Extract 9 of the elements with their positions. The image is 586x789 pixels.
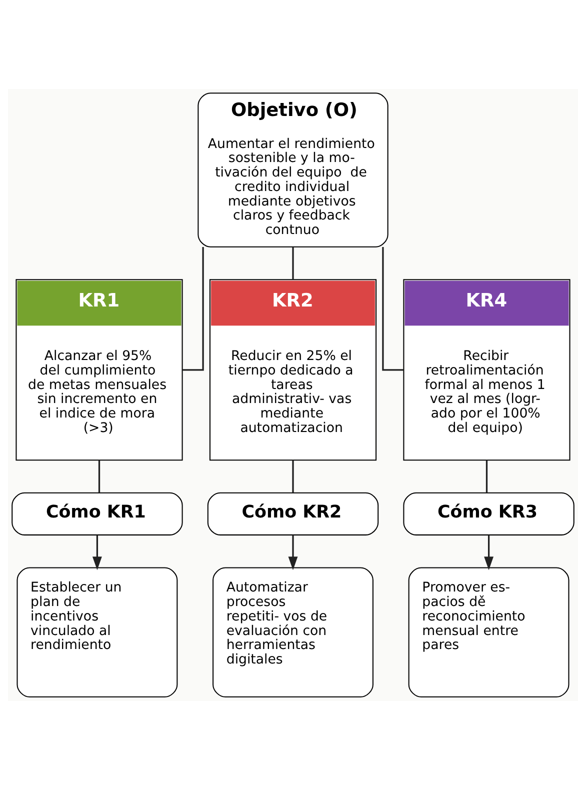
- connector: [292, 246, 294, 280]
- connector: [486, 460, 488, 492]
- connector: [382, 246, 404, 370]
- arrow: [92, 534, 102, 570]
- connector: [98, 460, 100, 492]
- arrow: [484, 534, 494, 570]
- connector: [292, 460, 294, 492]
- arrow: [288, 534, 298, 570]
- connector: [182, 246, 204, 370]
